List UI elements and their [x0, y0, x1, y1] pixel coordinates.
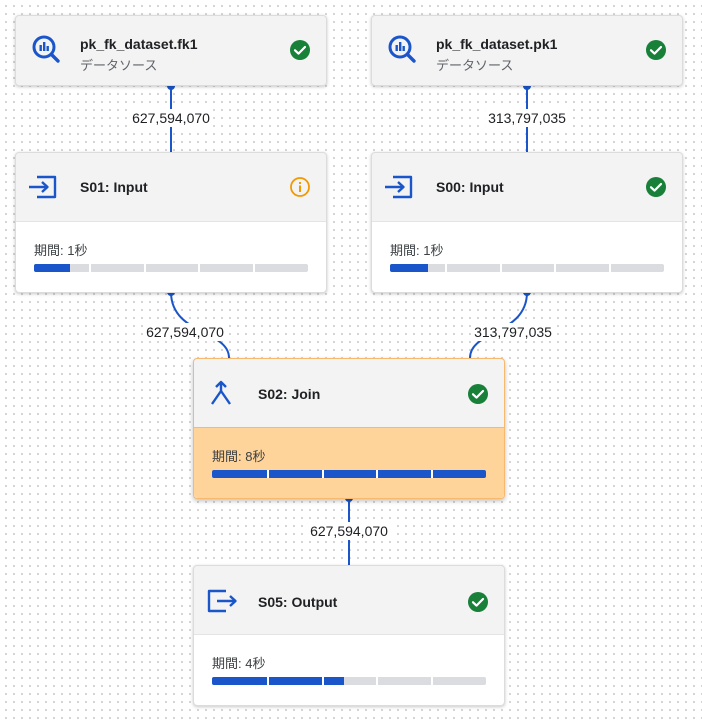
edge-label-row-count: 627,594,070 [143, 323, 227, 341]
duration-label: 期間: 8秒 [212, 449, 266, 464]
duration-label: 期間: 1秒 [390, 243, 444, 258]
edge-label-row-count: 627,594,070 [307, 522, 391, 540]
progress-bar [34, 264, 308, 272]
node-subtitle: データソース [80, 58, 158, 73]
duration-label: 期間: 4秒 [212, 656, 266, 671]
node-title: S02: Join [258, 386, 321, 402]
merge-icon [211, 380, 231, 405]
check-circle-icon [646, 40, 666, 60]
stage-node-s05[interactable]: S05: Output 期間: 4秒 [193, 565, 505, 706]
output-icon [207, 589, 237, 613]
stage-node-s01[interactable]: S01: Input 期間: 1秒 [15, 152, 327, 293]
edge-label-row-count: 627,594,070 [129, 109, 213, 127]
progress-bar [212, 470, 486, 478]
progress-fill [212, 470, 486, 478]
datasource-node-fk1[interactable]: pk_fk_dataset.fk1 データソース [15, 15, 327, 86]
node-subtitle: データソース [436, 58, 514, 73]
check-circle-icon [468, 384, 488, 404]
duration-label: 期間: 1秒 [34, 243, 88, 258]
check-circle-icon [468, 592, 488, 612]
stage-node-s00[interactable]: S00: Input 期間: 1秒 [371, 152, 683, 293]
node-title: pk_fk_dataset.fk1 [80, 36, 198, 52]
node-title: S01: Input [80, 179, 148, 195]
check-circle-icon [646, 177, 666, 197]
node-progress-section: 期間: 1秒 [16, 221, 326, 292]
info-icon [290, 177, 310, 197]
progress-fill [34, 264, 70, 272]
input-icon [29, 175, 57, 199]
progress-bar [212, 677, 486, 685]
progress-fill [212, 677, 344, 685]
input-icon [385, 175, 413, 199]
datasource-node-pk1[interactable]: pk_fk_dataset.pk1 データソース [371, 15, 683, 86]
node-title: pk_fk_dataset.pk1 [436, 36, 558, 52]
node-progress-section: 期間: 4秒 [194, 634, 504, 705]
bigquery-icon [388, 35, 416, 63]
bigquery-icon [32, 35, 60, 63]
progress-bar [390, 264, 664, 272]
stage-node-s02[interactable]: S02: Join 期間: 8秒 [193, 358, 505, 499]
edge-label-row-count: 313,797,035 [485, 109, 569, 127]
progress-fill [390, 264, 429, 272]
node-title: S05: Output [258, 594, 338, 610]
node-title: S00: Input [436, 179, 504, 195]
check-circle-icon [290, 40, 310, 60]
node-progress-section: 期間: 1秒 [372, 221, 682, 292]
edge-label-row-count: 313,797,035 [471, 323, 555, 341]
node-progress-section: 期間: 8秒 [194, 427, 504, 498]
